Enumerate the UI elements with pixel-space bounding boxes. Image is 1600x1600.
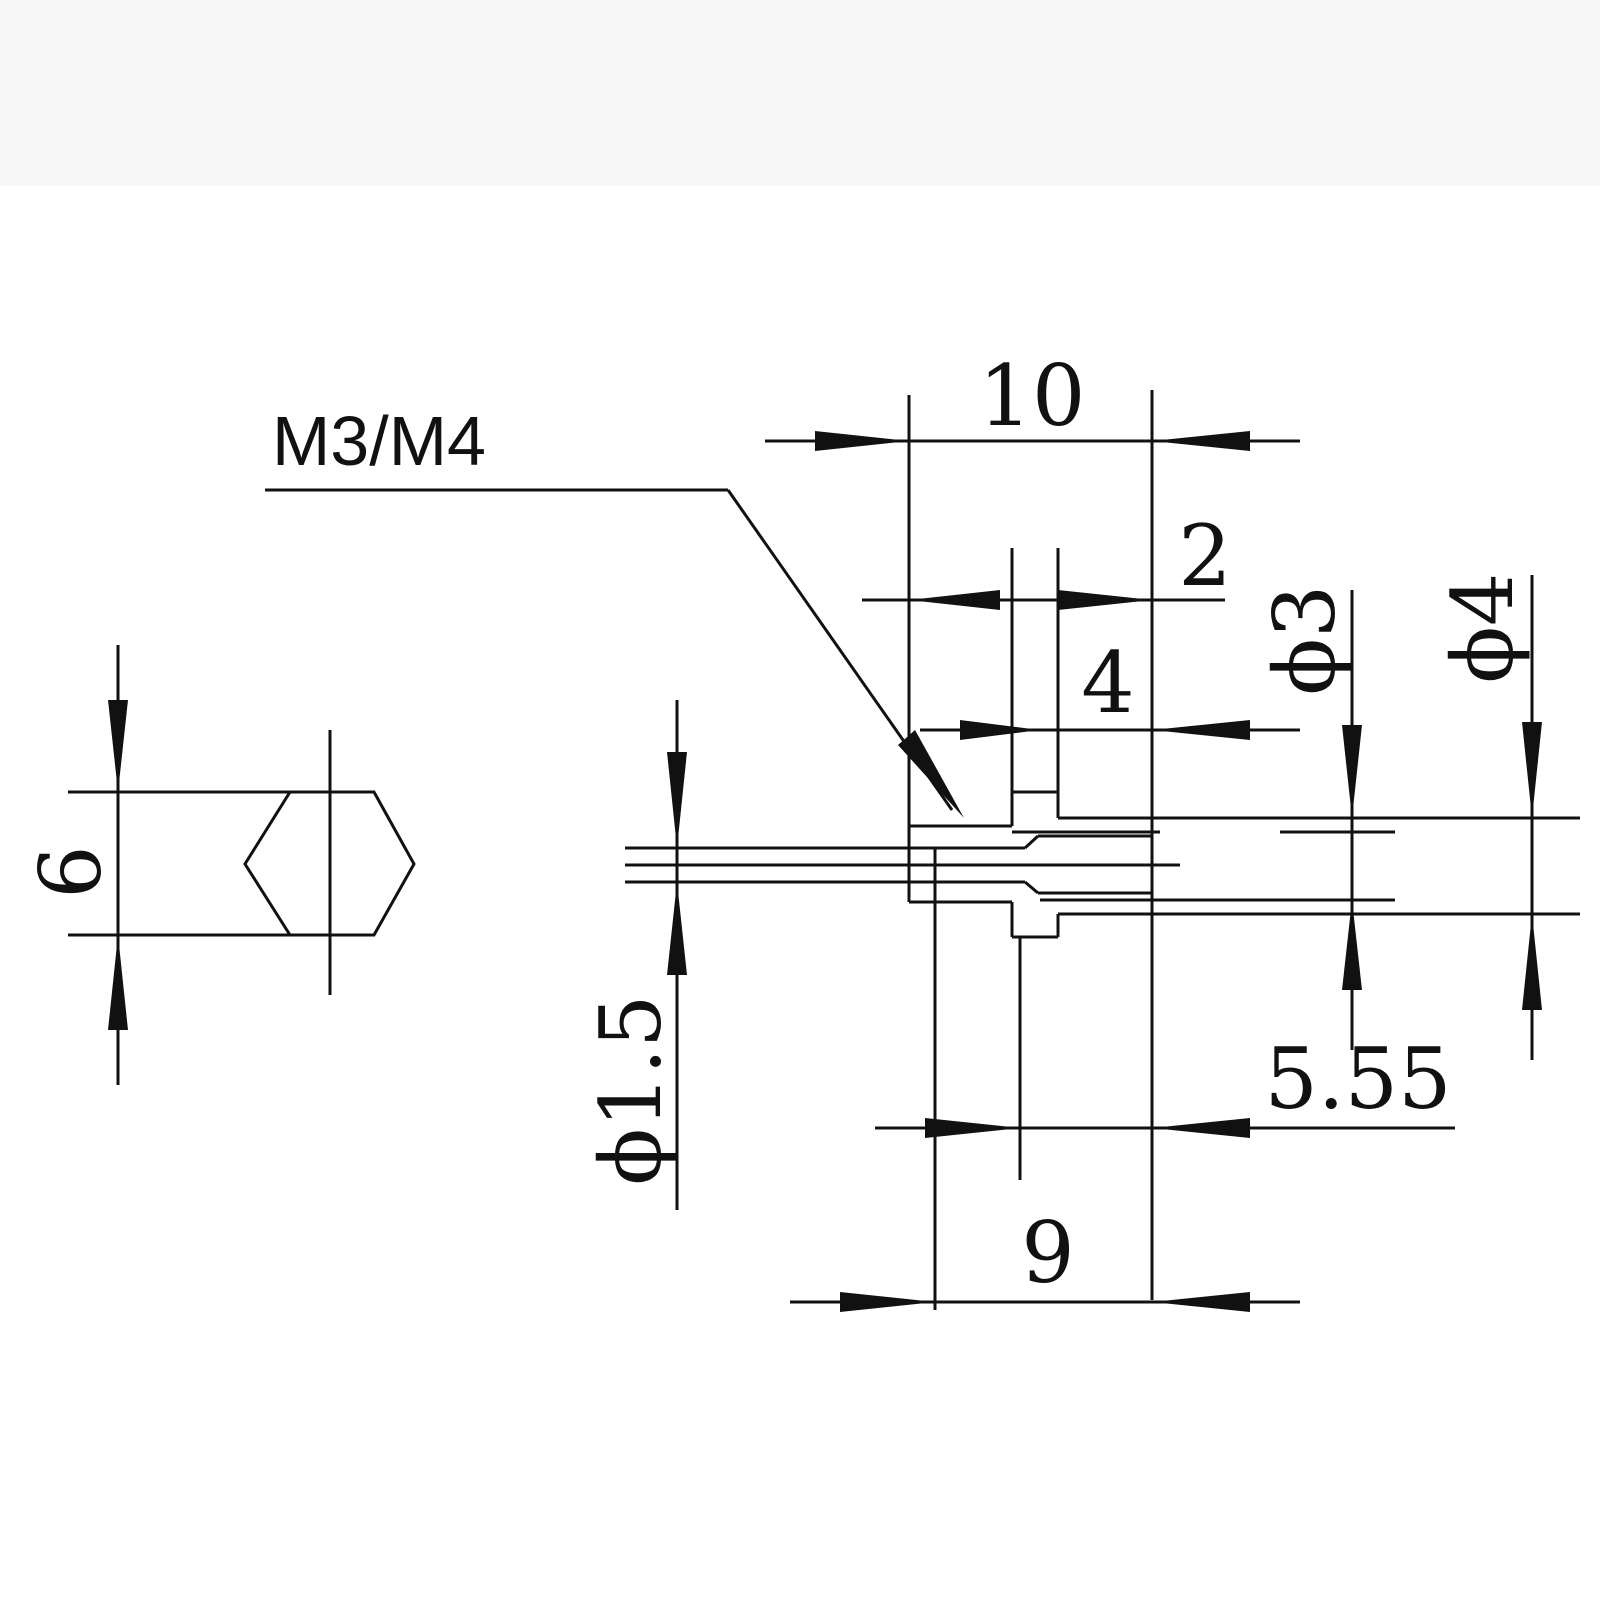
neck-length-dimension bbox=[920, 720, 1300, 740]
hex-flats-dimension bbox=[108, 645, 128, 1085]
thread-leader bbox=[265, 488, 964, 818]
hole-dia-label: ϕ3 bbox=[1256, 585, 1354, 696]
neck-length-label: 4 bbox=[1081, 634, 1134, 732]
bore-dia-label: ϕ1.5 bbox=[582, 995, 680, 1186]
part-side-view bbox=[625, 390, 1580, 1310]
outer-dia-label: ϕ4 bbox=[1434, 573, 1532, 684]
body-length-dimension bbox=[790, 1292, 1300, 1312]
overall-length-label: 10 bbox=[979, 347, 1086, 445]
shank-length-label: 5.55 bbox=[1264, 1030, 1451, 1128]
hex-length-label: 2 bbox=[1178, 507, 1231, 605]
hex-flats-label: 6 bbox=[22, 845, 120, 898]
hole-dia-dimension bbox=[1342, 590, 1362, 1050]
overall-length-dimension bbox=[765, 431, 1300, 451]
top-band bbox=[0, 0, 1600, 186]
bore-dia-dimension bbox=[667, 700, 687, 1210]
body-length-label: 9 bbox=[1021, 1204, 1074, 1302]
thread-callout-label: M3/M4 bbox=[272, 402, 486, 480]
shank-length-dimension bbox=[875, 1118, 1455, 1138]
outer-dia-dimension bbox=[1522, 575, 1542, 1060]
hex-length-dimension bbox=[862, 590, 1225, 610]
